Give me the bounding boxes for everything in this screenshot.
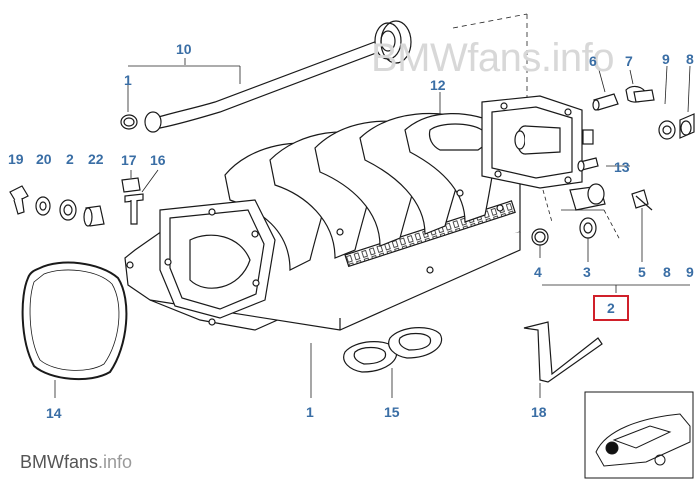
callout-4[interactable]: 4	[534, 264, 542, 280]
callout-17[interactable]: 17	[121, 152, 137, 168]
callout-9-top[interactable]: 9	[662, 51, 670, 67]
callout-2-highlighted[interactable]: 2	[593, 295, 629, 321]
callout-8-bottom[interactable]: 8	[663, 264, 671, 280]
callout-10[interactable]: 10	[176, 41, 192, 57]
sensors-3-4-5	[531, 183, 653, 246]
bracket-part-18	[523, 321, 603, 383]
callout-19[interactable]: 19	[8, 151, 24, 167]
leader-lines	[54, 13, 691, 398]
callout-2-left[interactable]: 2	[66, 151, 74, 167]
intake-gaskets-part-15	[343, 327, 443, 373]
callout-20[interactable]: 20	[36, 151, 52, 167]
seal-ring-part-1	[120, 114, 138, 130]
callout-14[interactable]: 14	[46, 405, 62, 421]
sensor-parts-6-7-8-9	[582, 85, 695, 145]
callout-6[interactable]: 6	[589, 53, 597, 69]
cover-gasket-part-14	[21, 261, 128, 381]
callout-18[interactable]: 18	[531, 404, 547, 420]
idle-control-assembly	[481, 95, 583, 189]
callout-8-top[interactable]: 8	[686, 51, 694, 67]
car-thumbnail	[584, 391, 694, 479]
callout-15[interactable]: 15	[384, 404, 400, 420]
callout-1-top[interactable]: 1	[124, 72, 132, 88]
callout-7[interactable]: 7	[625, 53, 633, 69]
watermark-text: BMWfans.info	[371, 36, 614, 80]
callout-16[interactable]: 16	[150, 152, 166, 168]
callout-13[interactable]: 13	[614, 159, 630, 175]
callout-12[interactable]: 12	[430, 77, 446, 93]
callout-1-bottom[interactable]: 1	[306, 404, 314, 420]
callout-9-bottom[interactable]: 9	[686, 264, 694, 280]
callout-3[interactable]: 3	[583, 264, 591, 280]
left-small-parts	[9, 177, 144, 227]
bolt-part-13	[577, 157, 599, 172]
breather-hose-part-10	[144, 20, 412, 133]
brand-logo-text: BMWfans.info	[20, 452, 133, 472]
callout-5[interactable]: 5	[638, 264, 646, 280]
callout-22[interactable]: 22	[88, 151, 104, 167]
